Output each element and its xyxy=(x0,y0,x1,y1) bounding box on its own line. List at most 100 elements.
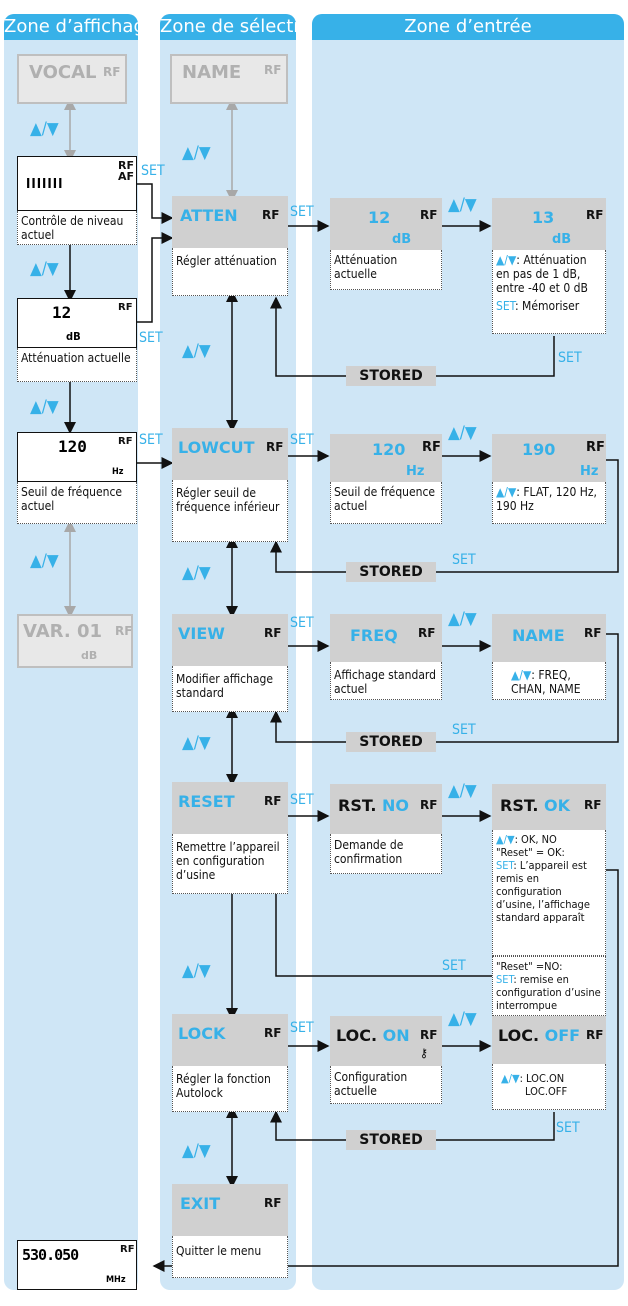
updown-keys-icon: ▲/▼ xyxy=(511,668,532,682)
set-key: SET xyxy=(496,859,514,872)
view-new-box: NAME RF ▲/▼: FREQ, CHAN, NAME xyxy=(492,614,606,700)
menu-item-view[interactable]: VIEW RF Modifier affichage standard xyxy=(172,614,288,712)
rf-indicator: RF xyxy=(262,208,280,222)
set-label: SET xyxy=(290,432,314,448)
updown-keys-icon: ▲/▼ xyxy=(30,259,59,279)
rf-indicator: RF xyxy=(120,1244,135,1255)
key-icon: ⚷ xyxy=(420,1046,428,1060)
vocal-display: VOCAL RF xyxy=(17,54,127,104)
rf-indicator: RF xyxy=(584,626,602,640)
var-label: VAR. 01 xyxy=(23,621,102,642)
var-unit: dB xyxy=(81,649,98,662)
lowcut-current-value: 120 xyxy=(372,440,406,459)
freq-display-unit: Hz xyxy=(112,467,124,477)
lowcut-new-hint: ▲/▼: FLAT, 120 Hz, 190 Hz xyxy=(492,482,606,524)
updown-keys-icon: ▲/▼ xyxy=(182,563,211,583)
rf-indicator: RF xyxy=(586,440,605,455)
reset-new-hint-text: : OK, NO xyxy=(514,833,557,846)
updown-keys-icon: ▲/▼ xyxy=(30,551,59,571)
atten-display-unit: dB xyxy=(66,330,81,343)
view-current-caption: Affichage standard actuel xyxy=(330,662,442,700)
selection-zone-header: Zone de sélection xyxy=(160,14,296,40)
updown-keys-icon: ▲/▼ xyxy=(496,485,517,499)
atten-current-box: 12 RF dB Atténuation actuelle xyxy=(330,198,442,294)
rf-indicator: RF xyxy=(422,440,441,455)
level-caption: Contrôle de niveau actuel xyxy=(17,211,137,245)
menu-item-caption: Régler la fonction Autolock xyxy=(172,1066,288,1112)
rf-indicator: RF xyxy=(420,208,438,222)
lock-new-value: OFF xyxy=(544,1026,581,1045)
set-label: SET xyxy=(290,792,314,808)
menu-item-caption: Quitter le menu xyxy=(172,1236,288,1278)
stored-label: STORED xyxy=(346,562,436,582)
lowcut-new-value: 190 xyxy=(522,440,556,459)
menu-item-caption: Régler seuil de fréquence inférieur xyxy=(172,480,288,542)
atten-new-set-text: : Mémoriser xyxy=(514,299,580,313)
rf-indicator: RF xyxy=(264,626,282,640)
menu-item-atten[interactable]: ATTEN RF Régler atténuation xyxy=(172,196,288,296)
set-key: SET xyxy=(496,299,515,313)
reset-ok-line: "Reset" = OK: xyxy=(496,846,565,859)
reset-current-prefix: RST. xyxy=(338,796,377,815)
freq-display: 120 RF Hz xyxy=(17,432,137,482)
reset-ok-text: : L’appareil est remis en configuration … xyxy=(496,859,590,924)
reset-current-value: NO xyxy=(381,796,409,815)
updown-keys-icon: ▲/▼ xyxy=(448,423,477,443)
lowcut-current-caption: Seuil de fréquence actuel xyxy=(330,482,442,524)
reset-new-box: RST. OK RF ▲/▼: OK, NO "Reset" = OK: SET… xyxy=(492,784,606,1016)
set-label: SET xyxy=(139,330,163,346)
level-bars: IIIIIII xyxy=(26,177,64,192)
name-menu-item: NAME RF xyxy=(170,54,288,104)
menu-item-label: EXIT xyxy=(180,1194,221,1213)
rf-indicator: RF xyxy=(118,302,133,313)
reset-no-line: "Reset" =NO: xyxy=(496,960,563,973)
rf-indicator: RF xyxy=(264,794,282,808)
atten-new-unit: dB xyxy=(552,232,572,247)
menu-item-caption: Modifier affichage standard xyxy=(172,666,288,712)
atten-display: 12 RF dB xyxy=(17,298,137,348)
rf-indicator: RF xyxy=(264,63,282,77)
lowcut-new-box: 190 RF Hz ▲/▼: FLAT, 120 Hz, 190 Hz xyxy=(492,434,606,524)
updown-keys-icon: ▲/▼ xyxy=(30,397,59,417)
updown-keys-icon: ▲/▼ xyxy=(448,1009,477,1029)
set-label: SET xyxy=(290,204,314,220)
menu-item-lowcut[interactable]: LOWCUT RF Régler seuil de fréquence infé… xyxy=(172,428,288,542)
set-label: SET xyxy=(556,1120,580,1136)
reset-new-hint: ▲/▼: OK, NO "Reset" = OK: SET: L’apparei… xyxy=(492,830,606,956)
freq-display-caption: Seuil de fréquence actuel xyxy=(17,482,137,524)
updown-keys-icon: ▲/▼ xyxy=(182,733,211,753)
menu-item-lock[interactable]: LOCK RF Régler la fonction Autolock xyxy=(172,1014,288,1112)
name-label: NAME xyxy=(182,62,242,83)
lock-new-prefix: LOC. xyxy=(498,1026,540,1045)
af-indicator: AF xyxy=(118,170,135,183)
reset-no-hint: "Reset" =NO: SET: remise en configuratio… xyxy=(492,956,606,1016)
reset-current-label: RST. NO xyxy=(338,796,409,815)
atten-new-hint-text: : Atténuation en pas de 1 dB, entre -40 … xyxy=(496,253,588,295)
updown-keys-icon: ▲/▼ xyxy=(448,195,477,215)
menu-item-reset[interactable]: RESET RF Remettre l’appareil en configur… xyxy=(172,782,288,894)
set-label: SET xyxy=(139,432,163,448)
menu-item-caption: Remettre l’appareil en configuration d’u… xyxy=(172,834,288,894)
set-label: SET xyxy=(290,615,314,631)
menu-item-exit[interactable]: EXIT RF Quitter le menu xyxy=(172,1184,288,1278)
rf-indicator: RF xyxy=(418,626,436,640)
atten-display-caption: Atténuation actuelle xyxy=(17,348,137,382)
view-new-hint-text: : FREQ, CHAN, NAME xyxy=(511,668,581,696)
updown-keys-icon: ▲/▼ xyxy=(182,143,211,163)
freq-display-value: 120 xyxy=(58,437,87,456)
rf-indicator: RF xyxy=(584,798,602,812)
reset-current-box: RST. NO RF Demande de confirmation xyxy=(330,784,442,874)
view-current-box: FREQ RF Affichage standard actuel xyxy=(330,614,442,700)
set-label: SET xyxy=(141,163,165,179)
menu-item-label: RESET xyxy=(178,792,235,811)
lowcut-current-box: 120 RF Hz Seuil de fréquence actuel xyxy=(330,434,442,524)
level-display: IIIIIII RF AF xyxy=(17,156,137,211)
reset-new-label: RST. OK xyxy=(500,796,570,815)
lock-current-label: LOC. ON xyxy=(336,1026,410,1045)
set-label: SET xyxy=(452,552,476,568)
stored-label: STORED xyxy=(346,1130,436,1150)
updown-keys-icon: ▲/▼ xyxy=(496,833,515,846)
atten-display-value: 12 xyxy=(52,303,72,322)
set-label: SET xyxy=(558,350,582,366)
